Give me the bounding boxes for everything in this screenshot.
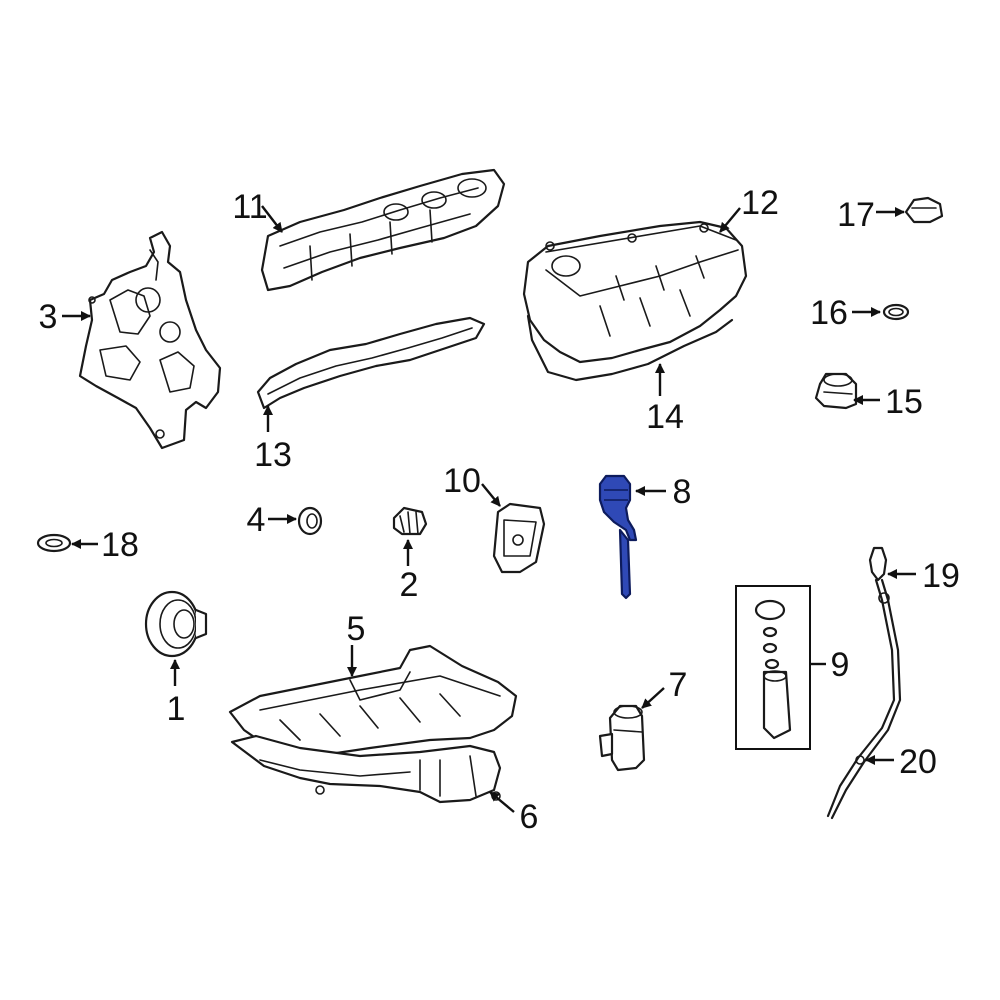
callout-18[interactable]: 18 xyxy=(101,526,139,564)
part-8-dipstick-tube-highlighted[interactable] xyxy=(598,474,638,600)
part-13-gasket-left[interactable] xyxy=(256,316,486,410)
callout-12[interactable]: 12 xyxy=(741,184,779,222)
part-15-filler-neck[interactable] xyxy=(814,372,858,410)
callout-13[interactable]: 13 xyxy=(254,436,292,474)
callout-20[interactable]: 20 xyxy=(899,743,937,781)
part-17-oil-filler-cap[interactable] xyxy=(904,196,944,224)
arrow-10 xyxy=(481,483,501,507)
callout-5[interactable]: 5 xyxy=(347,610,366,648)
part-16-seal-ring[interactable] xyxy=(882,303,910,321)
part-5-oil-pan-upper[interactable] xyxy=(228,644,518,756)
callout-19[interactable]: 19 xyxy=(922,557,960,595)
callout-1[interactable]: 1 xyxy=(167,690,186,728)
callout-arrows xyxy=(62,205,916,813)
callout-2[interactable]: 2 xyxy=(400,566,419,604)
part-10-sensor[interactable] xyxy=(492,502,546,574)
callout-labels: 1 2 3 4 5 6 7 8 9 10 11 12 13 14 15 16 1… xyxy=(39,184,960,836)
part-19-20-dipstick[interactable] xyxy=(826,546,902,820)
part-4-seal[interactable] xyxy=(297,506,323,536)
arrow-11 xyxy=(261,205,283,233)
callout-15[interactable]: 15 xyxy=(885,383,923,421)
part-7-filter-housing[interactable] xyxy=(598,704,646,772)
callout-4[interactable]: 4 xyxy=(247,501,266,539)
part-11-valve-cover-left[interactable] xyxy=(260,168,506,292)
part-2-plug[interactable] xyxy=(392,506,428,536)
part-1-pulley[interactable] xyxy=(144,590,208,658)
callout-10[interactable]: 10 xyxy=(443,462,481,500)
callout-11[interactable]: 11 xyxy=(232,188,267,226)
callout-6[interactable]: 6 xyxy=(520,798,539,836)
callout-14[interactable]: 14 xyxy=(646,398,684,436)
part-14-gasket-right[interactable] xyxy=(526,314,734,382)
arrow-6 xyxy=(489,791,515,813)
arrow-12 xyxy=(719,207,741,233)
arrow-7 xyxy=(641,687,665,709)
callout-16[interactable]: 16 xyxy=(810,294,848,332)
part-3-timing-cover[interactable] xyxy=(78,230,222,450)
callout-3[interactable]: 3 xyxy=(39,298,58,336)
part-18-washer[interactable] xyxy=(36,533,72,553)
callout-8[interactable]: 8 xyxy=(673,473,692,511)
callout-7[interactable]: 7 xyxy=(669,666,688,704)
part-12-valve-cover-right[interactable] xyxy=(522,220,748,364)
callout-9[interactable]: 9 xyxy=(831,646,850,684)
part-9-filter-kit[interactable] xyxy=(735,585,811,750)
callout-17[interactable]: 17 xyxy=(837,196,875,234)
